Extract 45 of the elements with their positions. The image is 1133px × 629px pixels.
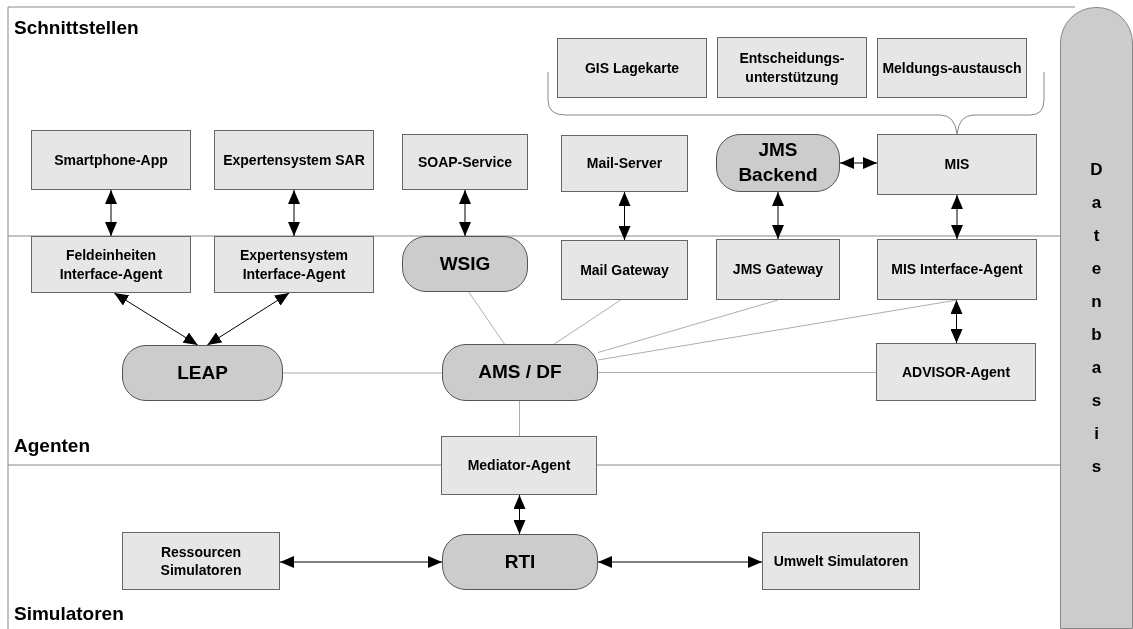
connector-line [597, 299, 779, 353]
connector-line [519, 400, 520, 437]
component-box: Meldungs-austausch [877, 38, 1027, 98]
component-box: Umwelt Simulatoren [762, 532, 920, 590]
component-box: Expertensystem SAR [214, 130, 374, 190]
component-box: Mediator-Agent [441, 436, 597, 495]
component-box: MIS [877, 134, 1037, 195]
arrow [618, 191, 631, 241]
component-box: JMS Gateway [716, 239, 840, 300]
database-column: Datenbasis [1060, 7, 1133, 629]
section-title: Agenten [14, 434, 90, 458]
rounded-node: WSIG [402, 236, 528, 292]
component-box: Ressourcen Simulatoren [122, 532, 280, 590]
rounded-node: AMS / DF [442, 344, 598, 401]
arrow [772, 191, 784, 240]
section-title: Simulatoren [14, 602, 124, 626]
arrow [288, 189, 300, 237]
component-box: Smartphone-App [31, 130, 191, 190]
connector-line [553, 299, 622, 345]
component-box: GIS Lagekarte [557, 38, 707, 98]
rounded-node: LEAP [122, 345, 283, 401]
arrow [950, 299, 963, 344]
component-box: Entscheidungs-unterstützung [717, 37, 867, 98]
section-title: Schnittstellen [14, 16, 139, 40]
component-box: MIS Interface-Agent [877, 239, 1037, 300]
arrow [597, 556, 763, 568]
arrow [951, 194, 963, 240]
component-box: Mail-Server [561, 135, 688, 192]
connector-line [468, 291, 505, 345]
component-box: ADVISOR-Agent [876, 343, 1036, 401]
component-box: SOAP-Service [402, 134, 528, 190]
component-box: Mail Gateway [561, 240, 688, 300]
connector-line [597, 372, 877, 373]
rounded-node: RTI [442, 534, 598, 590]
arrow [279, 556, 443, 568]
arrow [459, 189, 471, 237]
component-box: Feldeinheiten Interface-Agent [31, 236, 191, 293]
arrow [513, 494, 526, 535]
arrow [113, 292, 199, 346]
arrow [105, 189, 117, 237]
rounded-node: JMS Backend [716, 134, 840, 192]
arrow [206, 292, 290, 346]
arrow [839, 157, 878, 169]
component-box: Expertensystem Interface-Agent [214, 236, 374, 293]
connector-line [282, 372, 443, 374]
